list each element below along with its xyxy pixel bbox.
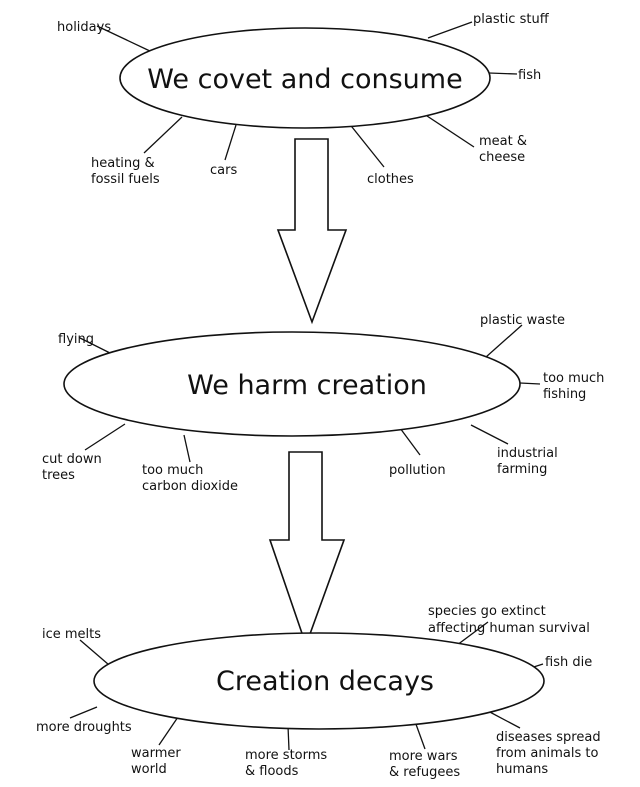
label-warmer-world-line2: world — [131, 762, 167, 777]
label-wars-refugees-line2: & refugees — [389, 765, 460, 780]
label-heating: heating & fossil fuels — [91, 156, 160, 187]
consume-connectors — [96, 21, 518, 168]
label-storms-floods: more storms & floods — [245, 748, 331, 779]
label-storms-floods-line2: & floods — [245, 764, 299, 779]
decays-ellipse — [93, 632, 545, 730]
arrow-consume-to-harm — [276, 138, 348, 325]
label-plastic-stuff: plastic stuff — [473, 12, 550, 27]
label-too-much-fishing-line2: fishing — [543, 387, 586, 402]
label-diseases: diseases spread from animals to humans — [496, 730, 605, 777]
label-industrial-farming-line1: industrial — [497, 446, 558, 461]
label-heating-line1: heating & — [91, 156, 155, 171]
label-warmer-world-line1: warmer — [131, 746, 181, 761]
node-harm: We harm creation — [187, 370, 427, 401]
label-meat-cheese: meat & cheese — [479, 134, 531, 165]
label-fish: fish — [518, 68, 541, 83]
label-diseases-line3: humans — [496, 762, 548, 777]
label-wars-refugees-line1: more wars — [389, 749, 458, 764]
label-plastic-waste: plastic waste — [480, 313, 565, 328]
label-wars-refugees: more wars & refugees — [389, 749, 462, 780]
label-industrial-farming-line2: farming — [497, 462, 547, 477]
label-carbon-dioxide-line2: carbon dioxide — [142, 479, 238, 494]
label-species-extinct-line2: affecting human survival — [428, 621, 590, 636]
label-species-extinct-line1: species go extinct — [428, 604, 546, 619]
label-industrial-farming: industrial farming — [497, 446, 562, 477]
label-too-much-fishing-line1: too much — [543, 371, 604, 386]
label-diseases-line1: diseases spread — [496, 730, 601, 745]
label-cut-down-trees-line2: trees — [42, 468, 75, 483]
label-droughts: more droughts — [36, 720, 132, 735]
label-flying: flying — [58, 332, 94, 347]
label-cars: cars — [210, 163, 237, 178]
label-carbon-dioxide-line1: too much — [142, 463, 203, 478]
label-storms-floods-line1: more storms — [245, 748, 327, 763]
label-species-extinct: species go extinct affecting human survi… — [428, 604, 590, 636]
consume-ellipse — [119, 27, 491, 129]
node-decays: Creation decays — [216, 666, 434, 697]
label-too-much-fishing: too much fishing — [543, 371, 609, 402]
label-holidays: holidays — [57, 20, 111, 35]
label-ice-melts: ice melts — [42, 627, 101, 642]
label-warmer-world: warmer world — [131, 746, 185, 777]
node-consume: We covet and consume — [147, 64, 462, 95]
label-fish-die: fish die — [545, 655, 592, 670]
harm-connectors — [79, 324, 541, 463]
label-meat-cheese-line1: meat & — [479, 134, 527, 149]
label-pollution: pollution — [389, 463, 446, 478]
arrow-harm-to-decays — [268, 451, 346, 648]
label-carbon-dioxide: too much carbon dioxide — [142, 463, 238, 494]
label-heating-line2: fossil fuels — [91, 172, 160, 187]
label-cut-down-trees: cut down trees — [42, 452, 106, 483]
harm-ellipse — [63, 331, 521, 437]
label-meat-cheese-line2: cheese — [479, 150, 525, 165]
label-diseases-line2: from animals to — [496, 746, 598, 761]
label-clothes: clothes — [367, 172, 414, 187]
label-cut-down-trees-line1: cut down — [42, 452, 102, 467]
